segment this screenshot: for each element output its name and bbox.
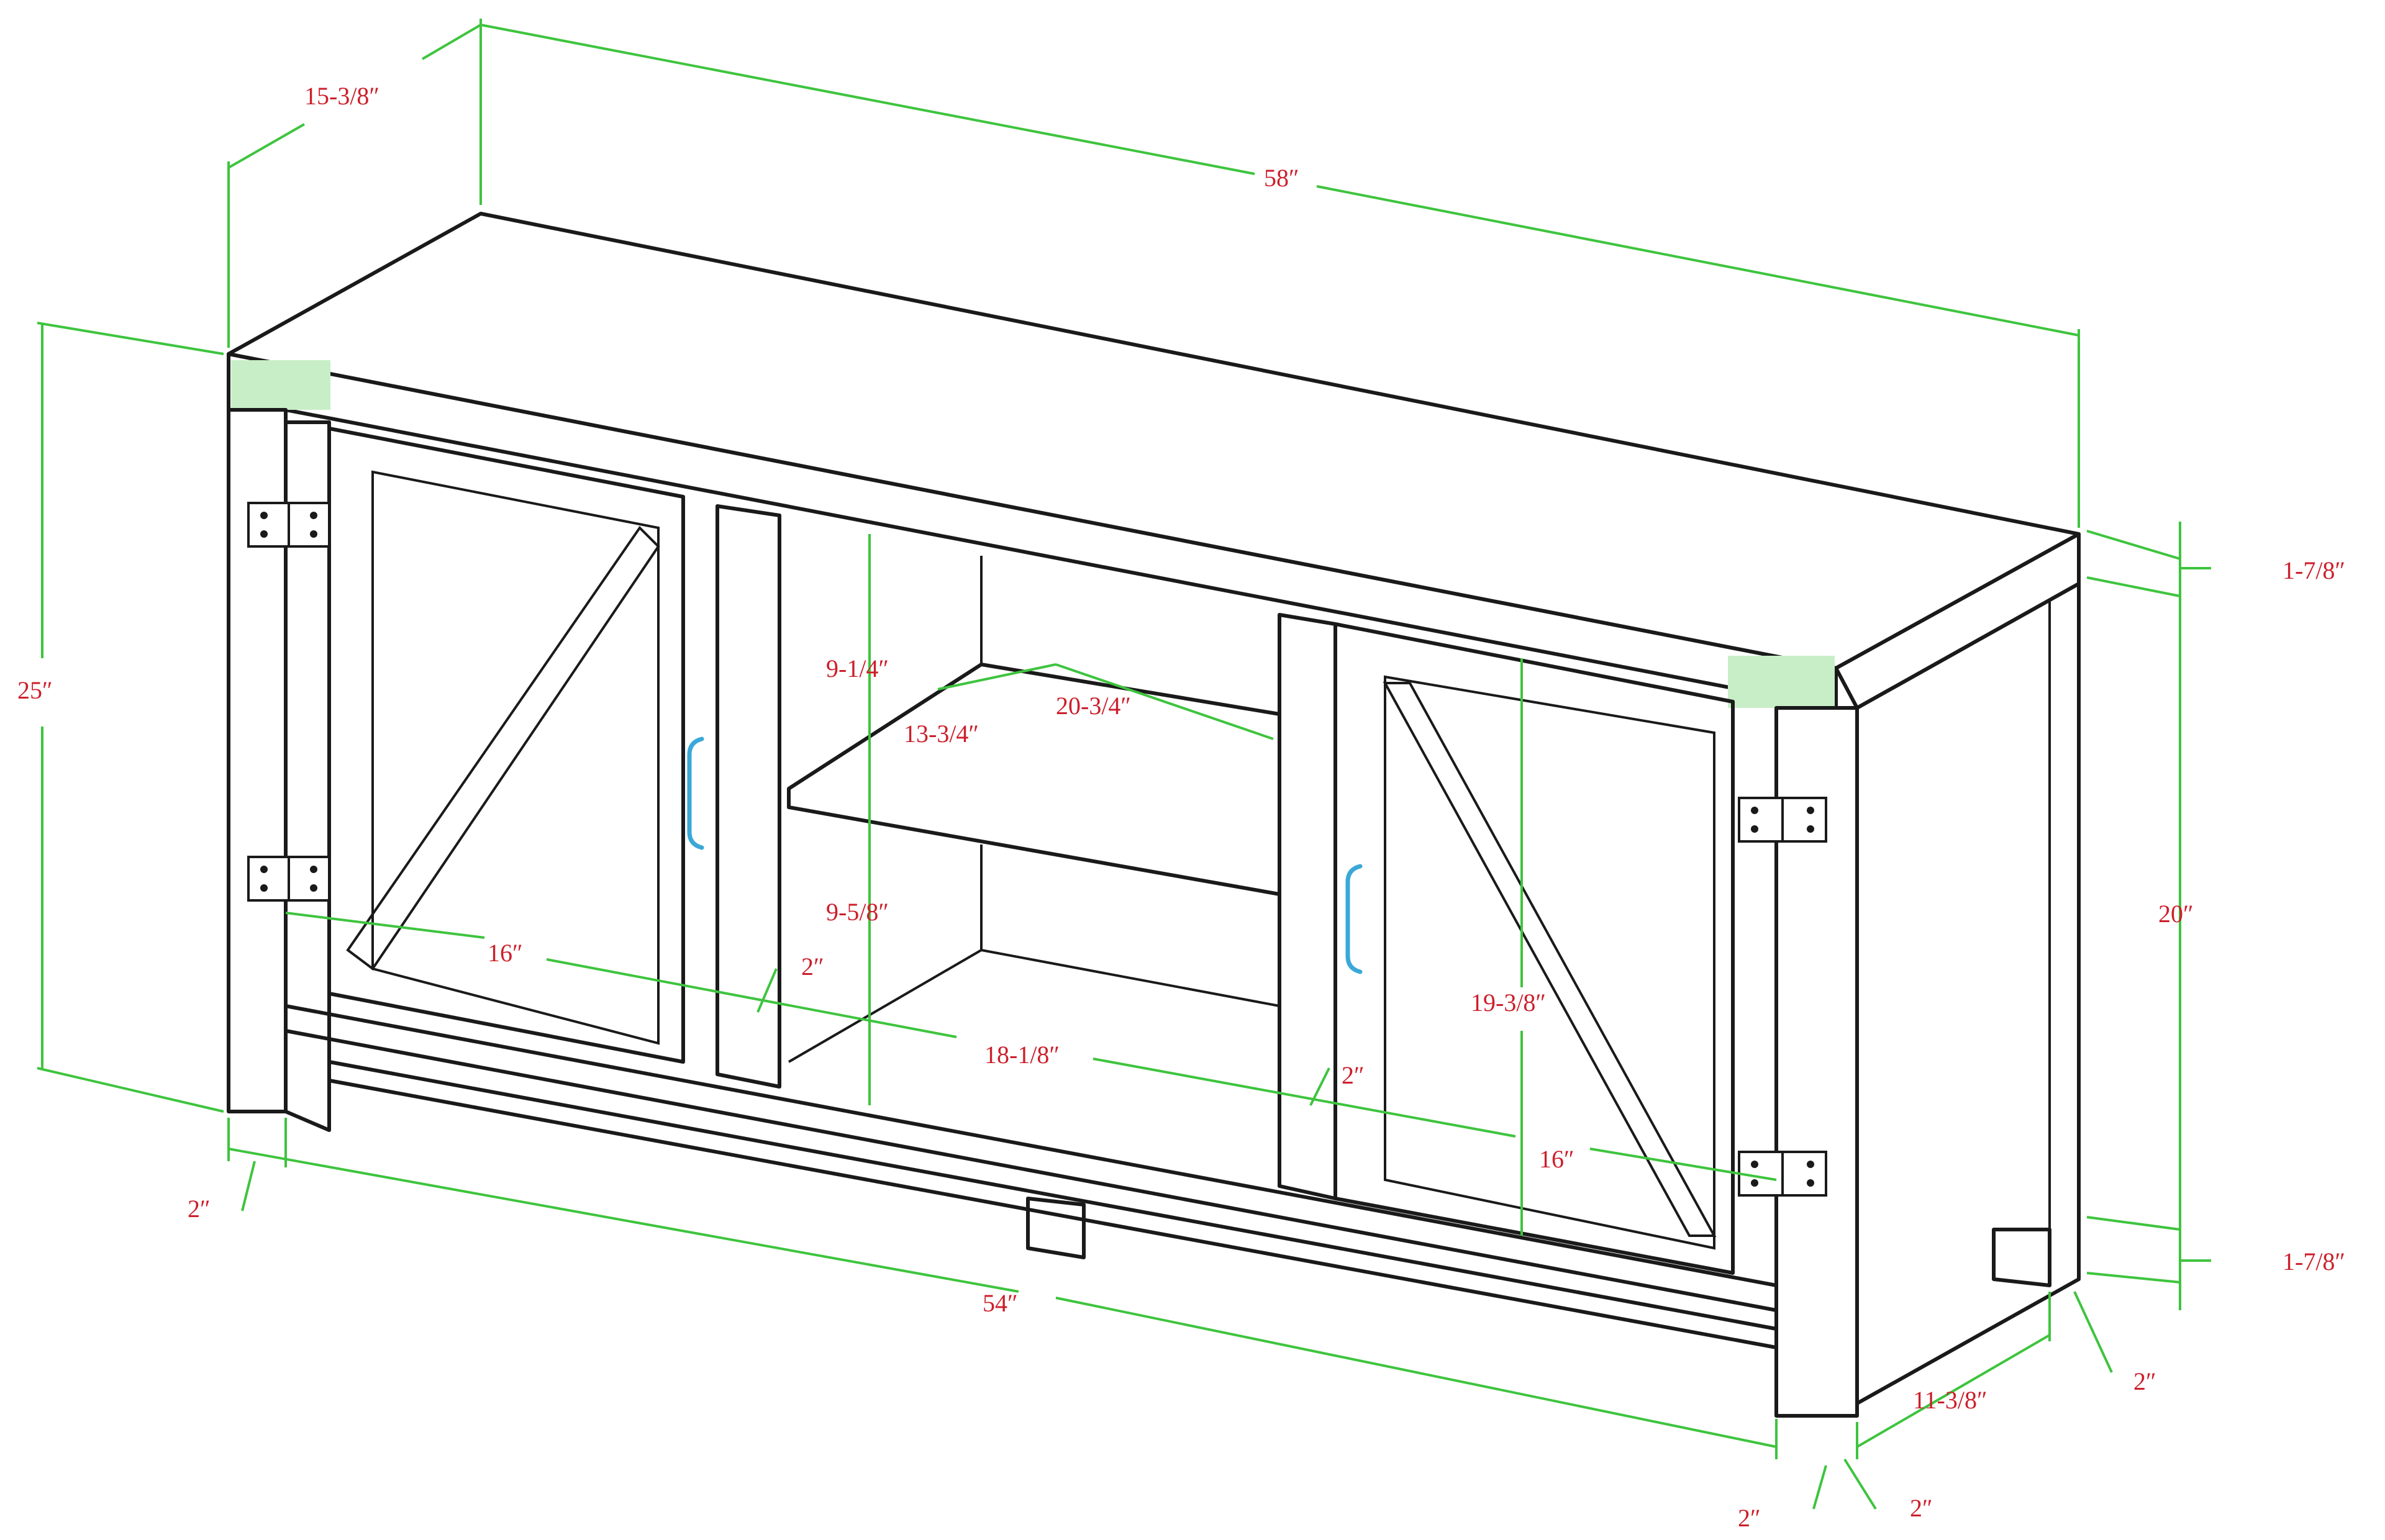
left-door-frame	[327, 427, 685, 1064]
top-front-edge	[227, 352, 1838, 710]
bottom-rail-lower	[327, 1060, 1778, 1349]
label-divider-left: 2″	[801, 953, 824, 981]
label-leg-front-a: 2″	[1738, 1504, 1761, 1532]
hinge-right-lower	[1738, 1151, 1827, 1197]
label-divider-right: 2″	[1342, 1061, 1365, 1089]
dimension-labels: 15-3/8″ 58″ 25″ 1-7/8″ 20″ 1-7/8″ 2″ 11-…	[17, 82, 2345, 1532]
label-overall-height: 25″	[17, 676, 53, 704]
shelf	[787, 663, 1281, 896]
dimension-lines	[37, 19, 2211, 1510]
label-inner-depth: 11-3/8″	[1913, 1386, 1988, 1414]
label-top-thickness: 1-7/8″	[2283, 556, 2345, 584]
label-base-width: 54″	[983, 1289, 1018, 1317]
label-opening-width: 18-1/8″	[984, 1041, 1060, 1069]
right-door-handle	[1345, 864, 1363, 974]
label-side-height: 20″	[2158, 900, 2194, 928]
bottom-rail	[284, 1004, 1778, 1312]
label-shelf-depth: 13-3/4″	[904, 720, 979, 748]
label-shelf-upper-height: 9-1/4″	[826, 654, 889, 682]
center-leg	[1026, 1197, 1086, 1259]
left-door-glass	[371, 470, 660, 1045]
right-door-brace	[1383, 682, 1717, 1237]
label-overall-width: 58″	[1264, 164, 1299, 192]
corner-highlight-right	[1728, 656, 1835, 708]
top-right-edge	[1834, 532, 2081, 710]
right-back-leg	[1992, 1228, 2051, 1287]
hinge-right-upper	[1738, 797, 1827, 843]
left-divider	[716, 504, 781, 1089]
shelf-floor	[788, 949, 983, 1063]
tv-stand-drawing	[227, 212, 2081, 1418]
right-door-glass	[1384, 675, 1715, 1250]
label-door-height: 19-3/8″	[1471, 989, 1546, 1017]
shelf-floor-back	[981, 949, 1280, 1007]
right-end-panel	[1855, 582, 2081, 1405]
label-leg-front-b: 2″	[1910, 1494, 1933, 1522]
hinge-left-upper	[247, 502, 330, 548]
left-door-brace	[346, 525, 660, 971]
label-overall-depth: 15-3/8″	[304, 82, 379, 110]
label-shelf-lower-height: 9-5/8″	[826, 898, 889, 926]
label-shelf-width: 20-3/4″	[1056, 692, 1131, 720]
right-door-frame	[1333, 622, 1735, 1275]
hinge-left-lower	[247, 856, 330, 902]
label-leg-left: 2″	[188, 1195, 211, 1223]
label-bottom-rail: 1-7/8″	[2283, 1248, 2345, 1275]
right-divider	[1278, 613, 1337, 1200]
label-leg-depth-right: 2″	[2133, 1367, 2156, 1395]
left-door-handle	[687, 736, 704, 850]
label-door-right-width: 16″	[1539, 1145, 1574, 1173]
corner-highlight-left	[231, 360, 330, 410]
label-door-left-width: 16″	[488, 939, 523, 967]
